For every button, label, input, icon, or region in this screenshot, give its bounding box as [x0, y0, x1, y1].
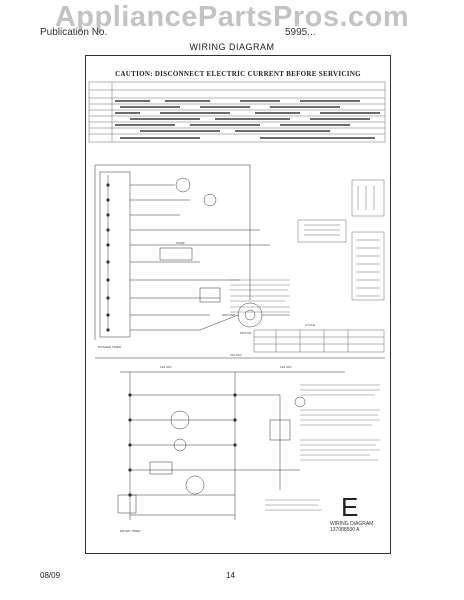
pump-label: PUMP	[176, 241, 185, 245]
timer-chart-bars	[115, 100, 380, 139]
motor-label: MOTOR	[240, 331, 252, 335]
harness-connector-box	[297, 219, 347, 243]
washer-schematic	[94, 164, 290, 340]
notes-block	[230, 279, 290, 313]
page-number: 14	[226, 571, 235, 580]
publication-label: Publication No.	[40, 27, 108, 38]
page-title: WIRING DIAGRAM	[189, 42, 275, 52]
motor-switch-box	[351, 179, 385, 217]
cycle-table	[253, 329, 385, 353]
dryer-schematic	[95, 357, 385, 520]
voltage-total-label: 240 VAC	[230, 353, 243, 357]
washer-timer-label: WASHER TIMER	[98, 345, 122, 349]
diagram-sheet	[85, 55, 391, 554]
diagram-label-line1: WIRING DIAGRAM	[330, 521, 374, 527]
dryer-notes-block	[265, 384, 380, 511]
caution-banner: CAUTION: DISCONNECT ELECTRIC CURRENT BEF…	[115, 70, 361, 78]
dryer-terminal-markers	[128, 393, 237, 497]
washer-terminal-markers	[106, 183, 110, 332]
symbol-legend-box	[351, 231, 385, 301]
diagram-label-line2: 137088500 A	[330, 527, 360, 533]
ground-label: GROUND	[222, 313, 236, 317]
voltage-right-label: 120 VAC	[280, 365, 293, 369]
publication-number: 5995...	[285, 27, 316, 38]
dryer-timer-label: DRYER TIMER	[120, 529, 141, 533]
watermark: AppliancePartsPros.com	[54, 1, 410, 33]
timer-sequence-chart	[88, 81, 386, 143]
diagram-letter: E	[341, 492, 359, 522]
voltage-left-label: 120 VAC	[160, 365, 173, 369]
footer-date: 08/09	[40, 571, 61, 580]
diagram-part-label: WIRING DIAGRAM 137088500 A	[330, 521, 373, 533]
cycle-table-title: CYCLE	[305, 323, 315, 327]
